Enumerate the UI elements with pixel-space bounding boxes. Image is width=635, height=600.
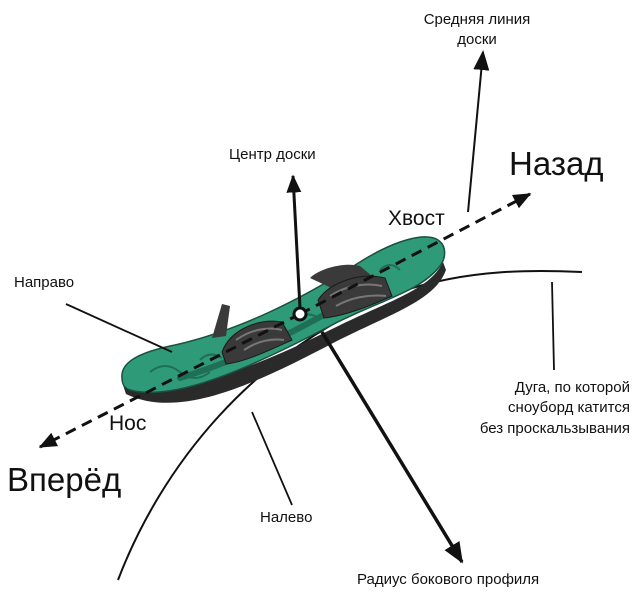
- midline-pointer: [467, 50, 490, 213]
- tail-label: Хвост: [388, 207, 445, 230]
- board-center-arrow: [286, 174, 302, 309]
- board-centerline-back-arrow: [299, 192, 532, 316]
- snowboard-topsheet: [121, 236, 446, 394]
- board-center-marker: [292, 306, 308, 322]
- board-centerline-forward-arrow: [38, 312, 301, 449]
- rear-binding: [310, 264, 393, 319]
- sidecut-radius-label: Радиус бокового профиля: [357, 571, 540, 588]
- back-direction-label: Назад: [509, 145, 604, 182]
- front-binding: [212, 304, 293, 365]
- board-midline-label: Средняя линия доски: [423, 11, 531, 49]
- right-side-label: Направо: [14, 274, 75, 291]
- sidecut-radius-arrow: [320, 331, 464, 564]
- arc-description-label: Дуга, по которой сноуборд катится без пр…: [479, 379, 630, 437]
- forward-direction-label: Вперёд: [7, 461, 122, 498]
- board-center-label: Центр доски: [229, 146, 316, 163]
- left-side-pointer: [251, 411, 293, 506]
- arc-pointer: [551, 281, 555, 371]
- nose-label: Нос: [109, 412, 147, 435]
- left-side-label: Налево: [260, 509, 313, 526]
- right-side-pointer: [65, 303, 173, 353]
